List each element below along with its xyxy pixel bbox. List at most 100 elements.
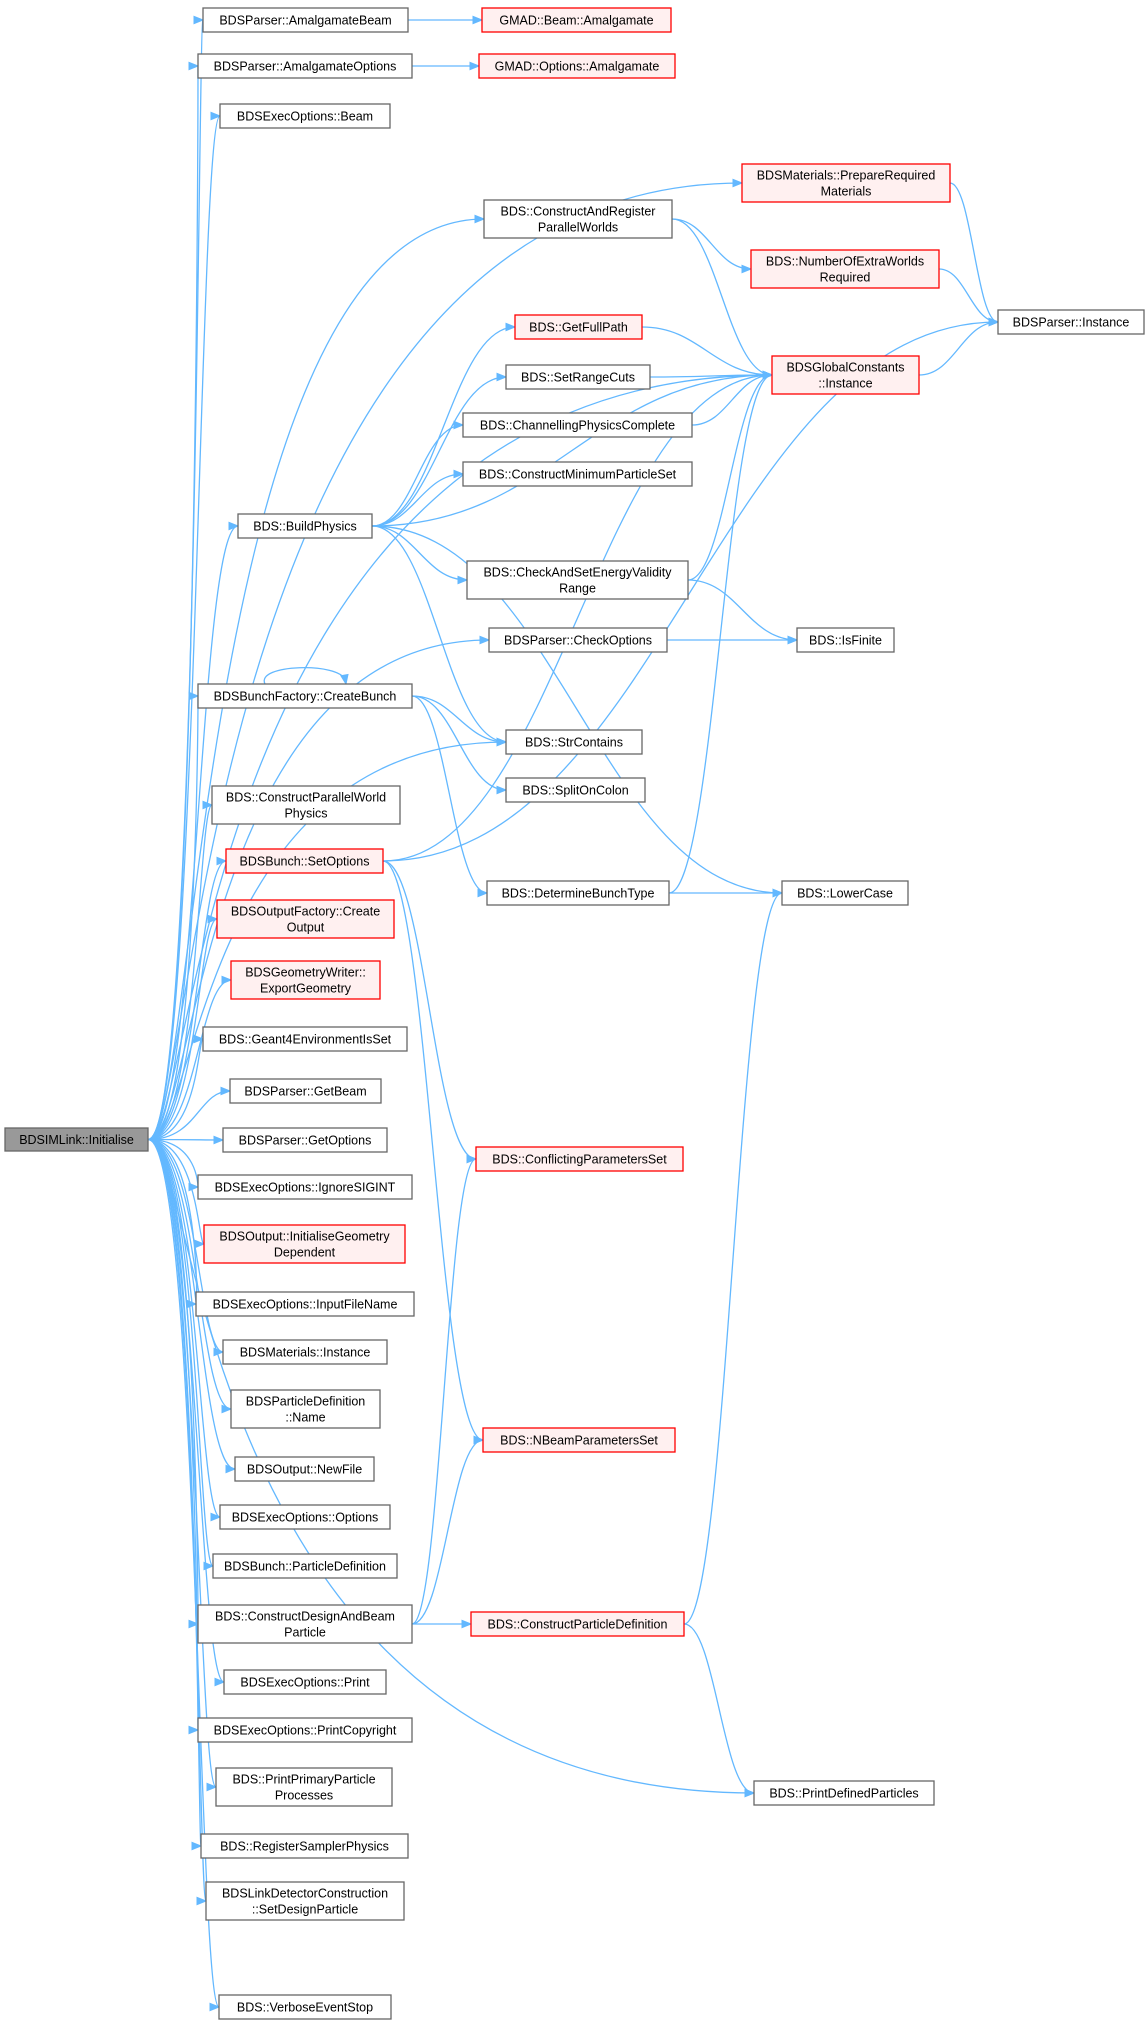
edge-arrowhead (202, 800, 214, 810)
node-verboseStop[interactable]: BDS::VerboseEventStop (218, 1994, 392, 2020)
edge-getFullPath-to-globalConst (641, 326, 774, 380)
edge-arrowhead (188, 1619, 200, 1629)
node-label: BDSExecOptions::Options (232, 1511, 379, 1525)
edge-line (371, 473, 464, 527)
edge-arrowhead (228, 521, 240, 531)
node-constructParticleDef[interactable]: BDS::ConstructParticleDefinition (470, 1611, 685, 1637)
node-label: BDS::ConstructMinimumParticleSet (479, 468, 677, 482)
edge-root-to-verboseStop (147, 1138, 221, 2012)
node-label: BDSBunch::ParticleDefinition (224, 1560, 386, 1574)
edge-line (949, 182, 999, 323)
node-execOptions[interactable]: BDSExecOptions::Options (219, 1504, 391, 1530)
node-box (486, 880, 670, 906)
node-box (197, 1174, 413, 1200)
edge-root-to-checkOptions (147, 635, 491, 1141)
node-inputFile[interactable]: BDSExecOptions::InputFileName (195, 1291, 415, 1317)
node-amalgamateBeam[interactable]: BDSParser::AmalgamateBeam (202, 7, 409, 33)
node-lowerCase[interactable]: BDS::LowerCase (781, 880, 909, 906)
edge-line (147, 918, 218, 1141)
node-box (514, 314, 643, 340)
edge-arrowhead (193, 1034, 205, 1044)
node-gmadOptions[interactable]: GMAD::Options::Amalgamate (478, 53, 676, 79)
node-checkOptions[interactable]: BDSParser::CheckOptions (488, 627, 668, 653)
node-constructMinimum[interactable]: BDS::ConstructMinimumParticleSet (462, 461, 693, 487)
node-box (215, 1767, 393, 1807)
node-label: BDS::SplitOnColon (522, 784, 628, 798)
node-materialsInstance[interactable]: BDSMaterials::Instance (222, 1339, 388, 1365)
edge-constructParallel-to-globalConst (671, 218, 774, 380)
node-getOptions[interactable]: BDSParser::GetOptions (222, 1127, 388, 1153)
edge-line (691, 374, 773, 426)
node-determineBunch[interactable]: BDS::DetermineBunchType (486, 880, 670, 906)
node-gmadBeam[interactable]: GMAD::Beam::Amalgamate (481, 7, 672, 33)
node-setRangeCuts[interactable]: BDS::SetRangeCuts (505, 364, 651, 390)
node-label: BDSOutputFactory::Create (231, 905, 380, 919)
node-geometryWriter[interactable]: BDSGeometryWriter::ExportGeometry (230, 960, 381, 1000)
node-execPrint[interactable]: BDSExecOptions::Print (223, 1669, 387, 1695)
edge-amalgamateOptions-to-gmadOptions (412, 61, 481, 71)
node-particleName[interactable]: BDSParticleDefinition::Name (230, 1389, 381, 1429)
node-ignoreSigint[interactable]: BDSExecOptions::IgnoreSIGINT (197, 1174, 413, 1200)
node-box (229, 1078, 382, 1104)
node-parserInstance[interactable]: BDSParser::Instance (997, 309, 1145, 335)
node-bunchParticleDef[interactable]: BDSBunch::ParticleDefinition (212, 1553, 398, 1579)
node-setOptions[interactable]: BDSBunch::SetOptions (225, 848, 384, 874)
node-nBeam[interactable]: BDS::NBeamParametersSet (482, 1427, 676, 1453)
call-edges (147, 15, 1000, 2012)
node-box (475, 1146, 684, 1172)
node-label: BDSParticleDefinition (246, 1395, 366, 1409)
edge-line (382, 321, 999, 862)
node-label: GMAD::Beam::Amalgamate (499, 14, 653, 28)
edge-root-to-printCopyright (147, 1138, 200, 1735)
node-box (470, 1611, 685, 1637)
edge-createBunch-to-strContains (411, 695, 508, 747)
node-newFile[interactable]: BDSOutput::NewFile (234, 1456, 375, 1482)
node-box (195, 1291, 415, 1317)
node-box (212, 1553, 398, 1579)
edge-arrowhead (221, 1404, 233, 1414)
node-geant4Env[interactable]: BDS::Geant4EnvironmentIsSet (202, 1026, 408, 1052)
edge-constructDesign-to-nBeam (411, 1435, 485, 1625)
node-box (237, 513, 373, 539)
edge-line (371, 374, 773, 527)
edge-line (371, 525, 468, 581)
node-printDefined[interactable]: BDS::PrintDefinedParticles (753, 1780, 935, 1806)
node-box (211, 785, 401, 825)
edge-line (147, 1038, 204, 1141)
node-label: BDS::NBeamParametersSet (500, 1434, 658, 1448)
node-linkDetector[interactable]: BDSLinkDetectorConstruction::SetDesignPa… (205, 1881, 405, 1921)
node-root[interactable]: BDSIMLink::Initialise (4, 1127, 149, 1152)
node-amalgamateOptions[interactable]: BDSParser::AmalgamateOptions (197, 53, 413, 79)
node-label: BDS::CheckAndSetEnergyValidity (483, 566, 672, 580)
edge-arrowhead (988, 317, 1000, 327)
node-label: BDSParser::AmalgamateOptions (214, 60, 397, 74)
edge-line (411, 695, 507, 743)
edge-root-to-getOptions (147, 1135, 225, 1145)
edge-line (147, 804, 213, 1141)
node-registerSampler[interactable]: BDS::RegisterSamplerPhysics (200, 1833, 409, 1859)
node-channelling[interactable]: BDS::ChannellingPhysicsComplete (462, 412, 693, 438)
node-globalConst[interactable]: BDSGlobalConstants::Instance (771, 355, 920, 395)
node-splitOnColon[interactable]: BDS::SplitOnColon (505, 777, 646, 803)
node-getFullPath[interactable]: BDS::GetFullPath (514, 314, 643, 340)
node-box (750, 249, 940, 289)
node-isFinite[interactable]: BDS::IsFinite (796, 627, 895, 653)
node-execBeam[interactable]: BDSExecOptions::Beam (219, 103, 391, 129)
edge-channelling-to-globalConst (691, 370, 774, 426)
node-getBeam[interactable]: BDSParser::GetBeam (229, 1078, 382, 1104)
node-strContains[interactable]: BDS::StrContains (505, 729, 643, 755)
node-buildPhysics[interactable]: BDS::BuildPhysics (237, 513, 373, 539)
node-createBunch[interactable]: BDSBunchFactory::CreateBunch (197, 683, 413, 709)
node-box (483, 199, 673, 239)
node-conflicting[interactable]: BDS::ConflictingParametersSet (475, 1146, 684, 1172)
node-printCopyright[interactable]: BDSExecOptions::PrintCopyright (197, 1717, 413, 1743)
